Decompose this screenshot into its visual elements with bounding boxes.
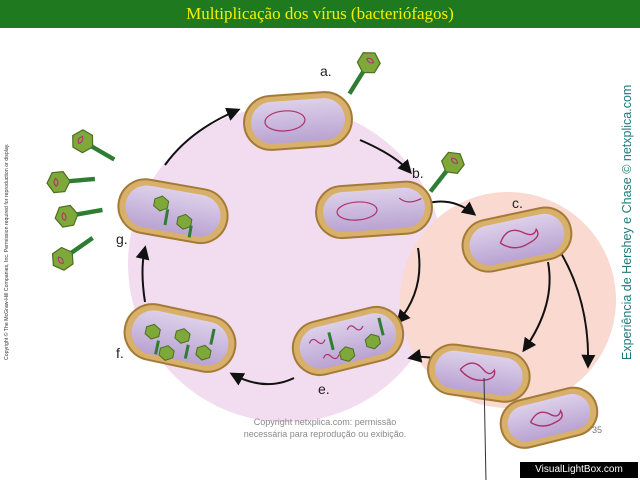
watermark-line-2: necessária para reprodução ou exibição. bbox=[243, 429, 407, 439]
released-phage-4 bbox=[47, 229, 100, 275]
phage-replication-diagram: a. b. c. d. e. bbox=[45, 47, 616, 480]
title-bar: Multiplicação dos vírus (bacteriófagos) bbox=[0, 0, 640, 28]
released-phage-1 bbox=[67, 126, 120, 169]
bacterium-c bbox=[461, 206, 573, 273]
released-phage-2 bbox=[45, 168, 97, 194]
label-g: g. bbox=[116, 231, 128, 247]
label-a: a. bbox=[320, 63, 332, 79]
bacterium-b bbox=[315, 180, 433, 240]
page-number: 35 bbox=[592, 425, 603, 435]
label-e: e. bbox=[318, 381, 330, 397]
label-d-pointer bbox=[483, 377, 487, 480]
bacterium-d2 bbox=[499, 386, 599, 449]
side-caption: Experiência de Hershey e Chase © netxpli… bbox=[620, 84, 634, 360]
bacterium-d1 bbox=[427, 343, 531, 403]
label-f: f. bbox=[116, 345, 124, 361]
bacterium-g bbox=[117, 178, 229, 245]
watermark: Copyright netxplica.com: permissão neces… bbox=[225, 416, 425, 440]
copyright-notice: Copyright © The McGraw-Hill Companies, I… bbox=[4, 143, 10, 360]
watermark-line-1: Copyright netxplica.com: permissão bbox=[253, 417, 397, 427]
label-c: c. bbox=[512, 195, 523, 211]
released-phage-3 bbox=[52, 199, 105, 229]
slide-title: Multiplicação dos vírus (bacteriófagos) bbox=[186, 4, 454, 23]
label-b: b. bbox=[412, 165, 424, 181]
phage-a bbox=[340, 47, 384, 100]
bacterium-a bbox=[243, 91, 353, 151]
bacterium-f bbox=[123, 303, 237, 373]
bacterium-e bbox=[291, 305, 405, 377]
site-mark[interactable]: VisualLightBox.com bbox=[520, 462, 638, 478]
phage-b bbox=[421, 146, 469, 199]
